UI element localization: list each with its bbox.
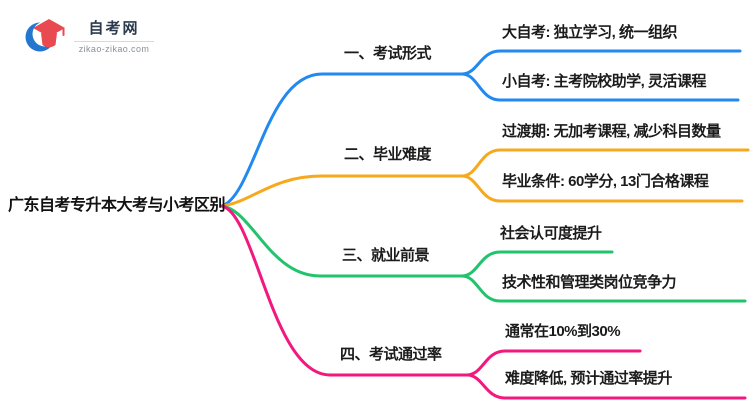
site-name: 自考网 <box>88 19 140 37</box>
leaf-line-big-selfstudy <box>460 49 742 76</box>
branch-curve-employment <box>220 204 464 278</box>
leaf-big-selfstudy: 大自考: 独立学习, 统一组织 <box>502 24 678 41</box>
root-topic: 广东自考专升本大考与小考区别 <box>8 197 226 214</box>
branch-label-employment: 三、就业前景 <box>342 247 430 264</box>
leaf-job-competitiveness: 技术性和管理类岗位竞争力 <box>502 274 677 291</box>
site-logo: 自考网 zikao-zikao.com <box>24 12 154 58</box>
branch-label-graduation-difficulty: 二、毕业难度 <box>344 146 432 163</box>
leaf-line-small-selfstudy <box>460 72 740 102</box>
leaf-social-recognition: 社会认可度提升 <box>500 225 602 242</box>
leaf-pass-rate-forecast: 难度降低, 预计通过率提升 <box>505 370 672 387</box>
leaf-line-pass-rate-forecast <box>465 373 747 400</box>
branch-label-pass-rate: 四、考试通过率 <box>340 346 442 363</box>
leaf-line-graduation-requirements <box>460 174 744 203</box>
logo-icon <box>25 19 65 52</box>
leaf-transition-period: 过渡期: 无加考课程, 减少科目数量 <box>502 123 721 140</box>
logo-divider <box>74 40 154 42</box>
branch-label-exam-format: 一、考试形式 <box>344 45 432 62</box>
leaf-small-selfstudy: 小自考: 主考院校助学, 灵活课程 <box>502 73 707 90</box>
branch-curve-graduation-difficulty <box>220 174 464 208</box>
branch-curve-exam-format <box>220 72 464 208</box>
graduation-cap-icon <box>33 19 65 48</box>
branch-curve-pass-rate <box>220 204 469 377</box>
leaf-pass-rate-range: 通常在10%到30% <box>505 323 621 340</box>
site-url: zikao-zikao.com <box>78 43 150 54</box>
logo-text-block: 自考网 zikao-zikao.com <box>74 17 154 54</box>
leaf-line-job-competitiveness <box>460 274 747 303</box>
leaf-graduation-requirements: 毕业条件: 60学分, 13门合格课程 <box>502 173 709 190</box>
leaf-line-social-recognition <box>460 250 614 278</box>
leaf-line-transition-period <box>460 148 750 178</box>
